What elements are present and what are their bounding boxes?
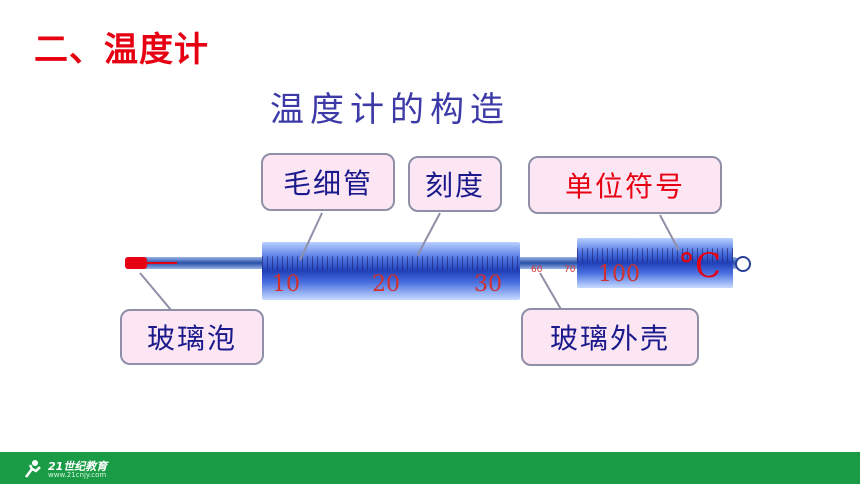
- scale-number-100: 100: [598, 262, 640, 287]
- scale-number-60: 60: [531, 265, 543, 275]
- label-scale: 刻度: [408, 156, 502, 212]
- label-glass-shell: 玻璃外壳: [521, 308, 699, 366]
- scale-ticks: [262, 256, 520, 270]
- liquid-column: [145, 262, 177, 264]
- end-ring-icon: [735, 256, 751, 272]
- pointer-bulb: [139, 272, 173, 312]
- footer-logo-name: 21世纪教育: [48, 460, 108, 473]
- runner-logo-icon: [25, 460, 41, 478]
- scale-number-30: 30: [474, 272, 502, 297]
- scale-ticks: [577, 248, 733, 262]
- glass-bulb-icon: [125, 257, 147, 269]
- label-capillary: 毛细管: [261, 153, 395, 211]
- slide-subtitle: 温度计的构造: [270, 90, 510, 130]
- label-unit-symbol: 单位符号: [528, 156, 722, 214]
- scale-number-20: 20: [372, 272, 400, 297]
- footer-bar: 21世纪教育 www.21cnjy.com: [0, 452, 860, 484]
- label-glass-bulb: 玻璃泡: [120, 309, 264, 365]
- footer-logo-url: www.21cnjy.com: [48, 471, 107, 479]
- scale-number-70: 70: [564, 265, 576, 275]
- celsius-symbol: °C: [678, 246, 722, 286]
- page-heading: 二、温度计: [34, 30, 209, 70]
- scale-segment-right: [577, 238, 733, 288]
- scale-number-10: 10: [272, 272, 300, 297]
